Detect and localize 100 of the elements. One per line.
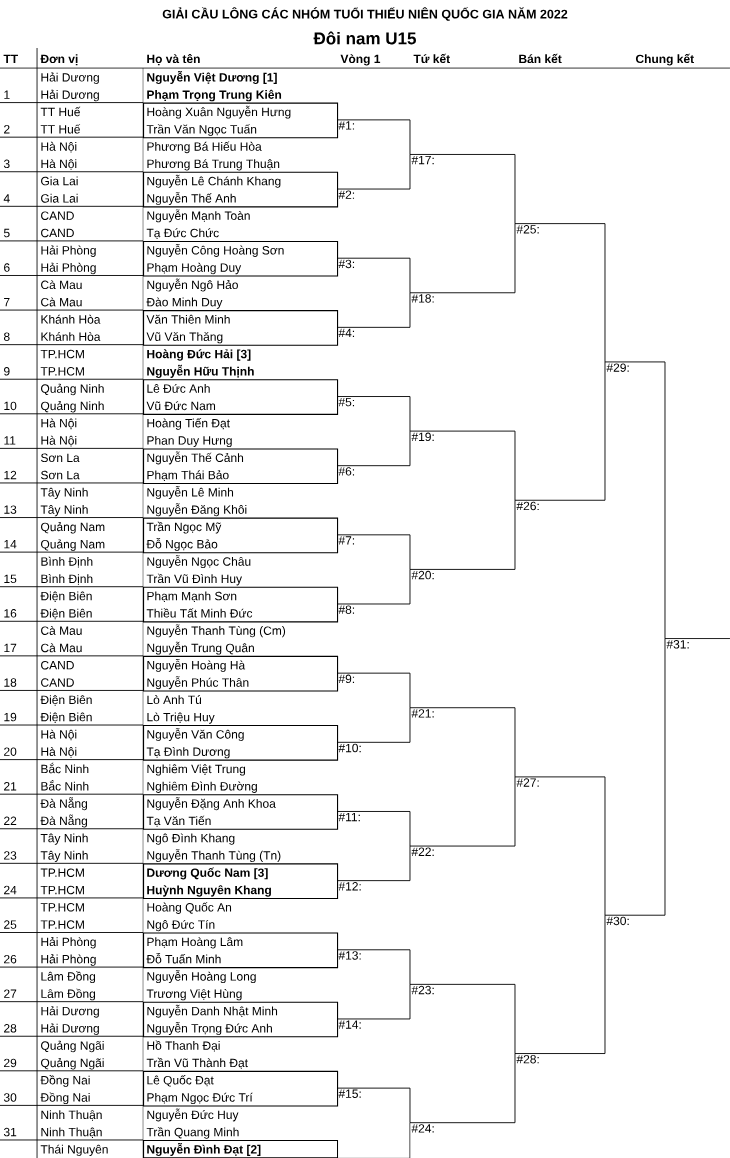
player-name: Phạm Trọng Trung Kiên xyxy=(147,89,282,102)
team-name: Hải Phòng xyxy=(41,937,96,949)
row-number: 24 xyxy=(4,885,17,895)
player-name: Nguyễn Trung Quân xyxy=(147,641,254,655)
row-number: 10 xyxy=(4,401,17,411)
team-name: Đồng Nai xyxy=(40,1075,90,1087)
bracket-line xyxy=(336,845,411,882)
team-name: Ninh Thuận xyxy=(41,1110,102,1121)
player-name: Nguyễn Đăng Khôi xyxy=(147,503,247,517)
player-name: Nguyễn Phúc Thân xyxy=(147,676,249,690)
team-name: Tây Ninh xyxy=(40,487,88,499)
match-number: #26: xyxy=(516,501,539,511)
match-number: #20: xyxy=(411,570,434,580)
row-number: 26 xyxy=(4,954,17,964)
row-number: 23 xyxy=(4,851,17,860)
bracket-line xyxy=(409,223,516,294)
row-number: 6 xyxy=(4,263,10,272)
team-name: Quảng Ninh xyxy=(41,401,104,413)
match-number: #25: xyxy=(516,225,539,234)
player-name: Nghiêm Việt Trung xyxy=(147,764,246,776)
row-number: 27 xyxy=(4,989,17,998)
row-number: 17 xyxy=(4,643,17,653)
row-number: 31 xyxy=(3,1127,17,1137)
row-number: 2 xyxy=(4,125,10,134)
team-name: Sơn La xyxy=(41,470,80,480)
team-name: Hà Nội xyxy=(41,747,77,758)
row-number: 7 xyxy=(4,298,10,307)
bracket-line xyxy=(664,638,730,640)
player-name: Phương Bá Hiếu Hòa xyxy=(147,141,262,154)
team-name: Hải Dương xyxy=(41,1023,99,1035)
player-name: Nguyễn Hoàng Hà xyxy=(147,658,246,672)
match-number: #30: xyxy=(606,916,629,926)
column-header: Chung kết xyxy=(635,53,694,66)
player-name: Nguyễn Thế Cảnh xyxy=(147,451,244,465)
player-name: Phạm Thái Bảo xyxy=(147,470,229,481)
team-name: CAND xyxy=(41,661,74,670)
team-name: Hải Phòng xyxy=(41,262,96,275)
row-number: 1 xyxy=(4,90,10,99)
team-name: Hải Phòng xyxy=(41,245,96,257)
bracket-line xyxy=(514,914,606,1054)
match-number: #24: xyxy=(411,1124,434,1133)
player-name: Lò Anh Tú xyxy=(147,695,202,705)
player-name: Nguyễn Hữu Thịnh xyxy=(147,364,254,378)
player-name: Phạm Hoàng Duy xyxy=(147,262,242,275)
match-number: #3: xyxy=(338,259,355,269)
player-name: Văn Thiên Minh xyxy=(146,314,230,324)
match-number: #2: xyxy=(338,190,355,199)
match-number: #5: xyxy=(338,397,355,407)
team-name: TT Huế xyxy=(40,106,81,117)
row-number: 8 xyxy=(3,332,10,341)
player-name: Nguyễn Hoàng Long xyxy=(147,970,256,984)
player-name: Ngô Đình Khang xyxy=(147,833,235,845)
player-name: Đào Minh Duy xyxy=(146,297,223,309)
row-number: 15 xyxy=(4,574,17,584)
team-name: Quảng Nam xyxy=(41,522,105,534)
team-name: TT Huế xyxy=(40,124,81,134)
team-name: Bình Định xyxy=(41,574,93,585)
bracket-line xyxy=(336,292,411,328)
team-name: Ninh Thuận xyxy=(41,1127,102,1138)
team-name: CAND xyxy=(41,211,74,220)
team-name: Hà Nội xyxy=(41,418,77,430)
team-name: Cà Mau xyxy=(41,297,82,307)
player-name: Nguyễn Lê Chánh Khang xyxy=(147,174,281,188)
match-number: #10: xyxy=(338,743,361,753)
bracket-line xyxy=(336,154,411,190)
match-number: #11: xyxy=(338,812,360,822)
row-number: 25 xyxy=(4,920,17,929)
player-name: Nguyễn Thế Anh xyxy=(147,192,236,206)
row-number: 18 xyxy=(4,678,17,687)
row-number: 16 xyxy=(4,609,17,618)
row-number: 19 xyxy=(4,712,17,722)
team-name: Hà Nội xyxy=(41,435,77,447)
match-number: #1: xyxy=(338,121,355,130)
match-number: #21: xyxy=(411,709,434,718)
player-name: Trần Quang Minh xyxy=(146,1126,239,1139)
bracket-line xyxy=(514,223,606,363)
player-name: Nguyễn Thanh Tùng (Cm) xyxy=(147,624,286,638)
bracket-line xyxy=(409,983,516,1054)
team-name: Hà Nội xyxy=(41,141,77,153)
player-name: Hoàng Đức Hải [3] xyxy=(147,349,251,361)
player-name: Trần Ngọc Mỹ xyxy=(146,521,222,534)
match-number: #6: xyxy=(338,467,355,476)
team-name: TP.HCM xyxy=(40,367,84,376)
team-name: Cà Mau xyxy=(41,280,82,290)
bracket-line xyxy=(514,776,606,916)
player-name: Trần Văn Ngọc Tuấn xyxy=(146,124,257,136)
bracket-line xyxy=(409,707,516,778)
match-number: #23: xyxy=(411,985,434,995)
match-number: #22: xyxy=(411,847,434,856)
row-number: 9 xyxy=(4,367,10,376)
match-number: #14: xyxy=(338,1020,361,1029)
bracket-line xyxy=(336,811,411,847)
player-name: Nguyễn Đức Huy xyxy=(147,1108,239,1122)
player-name: Hồ Thanh Đại xyxy=(147,1040,220,1052)
row-number: 20 xyxy=(4,747,17,756)
row-number: 12 xyxy=(4,470,17,480)
bracket-line xyxy=(336,119,411,155)
team-name: Quảng Ngãi xyxy=(41,1040,104,1053)
player-name: Hoàng Quốc An xyxy=(147,902,232,914)
column-header: Tứ kết xyxy=(413,53,450,64)
